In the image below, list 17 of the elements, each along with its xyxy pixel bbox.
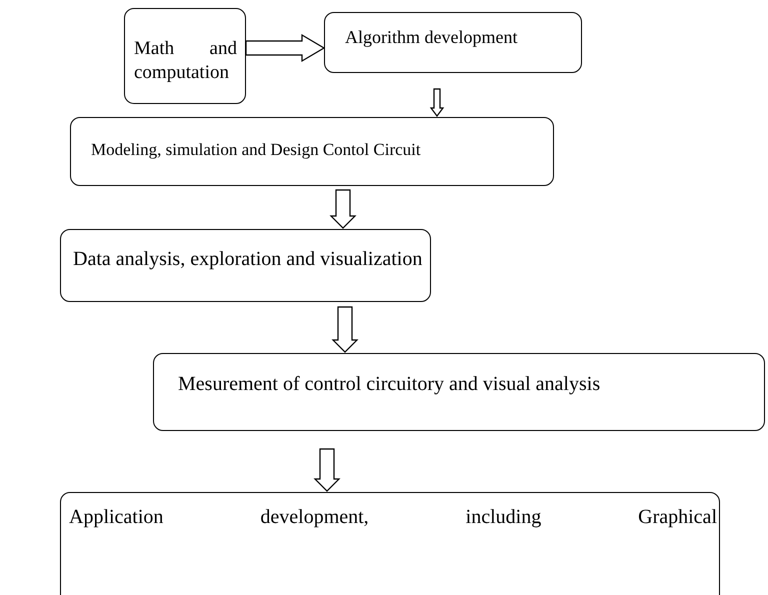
process-box xyxy=(60,492,720,595)
block-arrow xyxy=(332,306,358,353)
block-arrow xyxy=(430,88,444,117)
step-label: Data analysis, exploration and visualization xyxy=(73,247,424,272)
step-label: Algorithm development xyxy=(345,26,518,48)
step-label: Application development, including Graphical xyxy=(69,505,717,530)
block-arrow xyxy=(245,34,326,62)
block-arrow xyxy=(314,448,340,492)
step-label: Mesurement of control circuitory and visual analysis xyxy=(178,372,602,397)
process-box xyxy=(60,229,431,302)
step-label: Modeling, simulation and Design Contol Circuit xyxy=(91,139,422,160)
process-box xyxy=(124,8,246,104)
block-arrow xyxy=(330,189,356,229)
process-box xyxy=(153,353,765,431)
step-label: Math and computation xyxy=(134,37,237,84)
process-box xyxy=(70,117,554,186)
process-box xyxy=(324,12,582,73)
